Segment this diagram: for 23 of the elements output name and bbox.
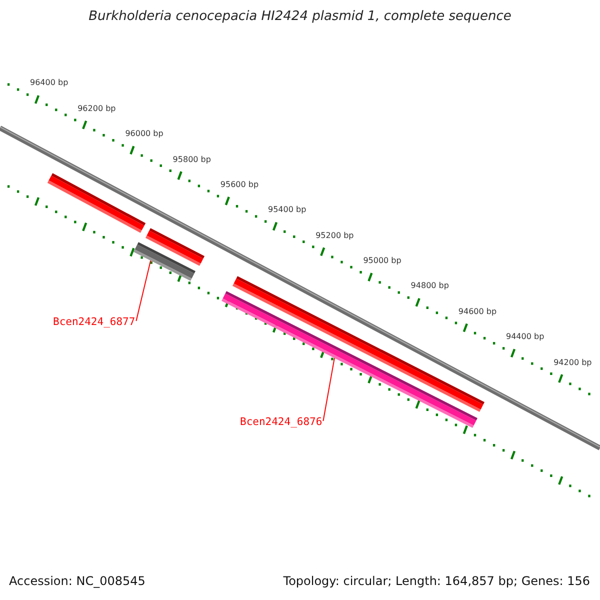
scale-label: 95000 bp [363,256,402,266]
gene-bar [232,276,484,412]
title: Burkholderia cenocepacia HI2424 plasmid 1, complete sequence [88,9,512,24]
gene-label: Bcen2424_6876 [240,416,322,428]
gene-bar [145,228,205,266]
scale-label: 95800 bp [172,154,211,164]
scale-label: 94200 bp [554,358,592,367]
scale-label: 96400 bp [30,78,68,88]
scale-label: 94800 bp [410,281,449,290]
scale-label: 96200 bp [78,104,116,113]
scale-label: 94400 bp [506,332,544,342]
scale-label: 95600 bp [220,180,259,189]
gene-label: Bcen2424_6877 [53,316,136,328]
gene-bar [47,173,146,233]
scale-label: 94600 bp [458,306,497,316]
scale-label: 96000 bp [125,129,164,138]
scale-label: 95200 bp [316,230,354,240]
scale-label: 95400 bp [268,205,306,214]
topology-label: Topology: circular; Length: 164,857 bp; Genes: 156 [283,574,590,588]
leader-line [136,260,152,322]
leader-line [322,358,335,422]
accession-label: Accession: NC_008545 [9,574,146,588]
gene-bar [134,242,196,281]
